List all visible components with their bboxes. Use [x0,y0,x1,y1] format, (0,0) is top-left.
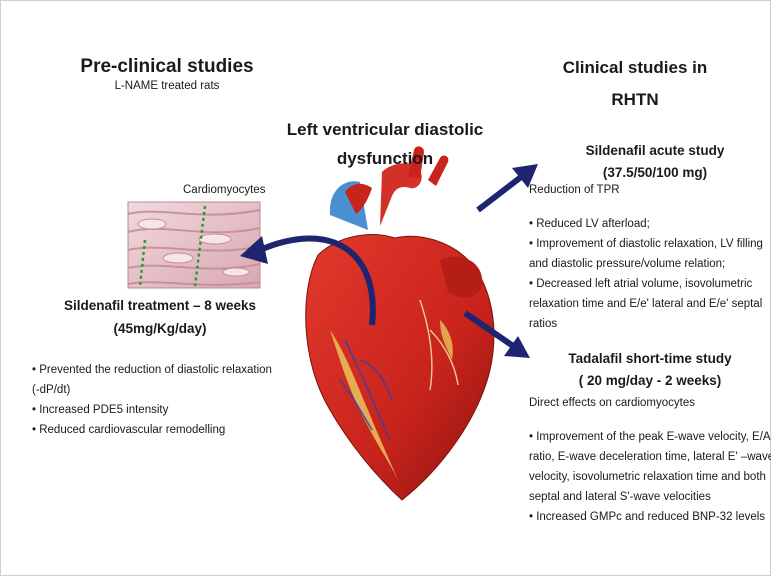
heart-illustration [305,146,495,501]
acute-study-title-line1: Sildenafil acute study [585,143,725,158]
acute-study-findings: Reduction of TPR • Reduced LV afterload;… [529,180,763,334]
tadalafil-study-dose: ( 20 mg/day - 2 weeks) [578,373,722,388]
sildenafil-treatment-title: Sildenafil treatment – 8 weeks [63,298,257,313]
center-title: Left ventricular diastolic dysfunction [270,115,500,173]
tadalafil-item: ratio, E-wave deceleration time, lateral… [529,451,771,463]
finding-item: • Increased PDE5 intensity [32,404,169,416]
sildenafil-treatment-dose: (45mg/Kg/day) [113,321,207,336]
tadalafil-study-title: Tadalafil short-time study ( 20 mg/day -… [540,348,760,392]
clinical-title-line2: RHTN [611,90,659,109]
acute-item: relaxation time and E/e' lateral and E/e… [529,298,763,310]
acute-item: • Decreased left atrial volume, isovolum… [529,278,753,290]
finding-item: (-dP/dt) [32,384,71,396]
acute-item: • Improvement of diastolic relaxation, L… [529,238,763,250]
acute-item: and diastolic pressure/volume relation; [529,258,726,270]
arrow-to-cardiomyocytes [240,235,376,326]
center-title-line1: Left ventricular diastolic [286,120,484,139]
arrow-to-tadalafil-study [463,310,530,358]
finding-item: • Reduced cardiovascular remodelling [32,424,226,436]
acute-study-dose: (37.5/50/100 mg) [602,165,708,180]
tadalafil-study-title-line1: Tadalafil short-time study [568,351,732,366]
tadalafil-study-lead: Direct effects on cardiomyocytes [529,397,695,409]
tadalafil-item: septal and lateral S'-wave velocities [529,491,711,503]
cardiomyocytes-label: Cardiomyocytes [183,184,266,196]
clinical-title-line1: Clinical studies in [562,58,708,77]
acute-study-title: Sildenafil acute study (37.5/50/100 mg) [555,140,755,184]
preclinical-subtitle: L-NAME treated rats [114,80,220,92]
acute-item: • Reduced LV afterload; [529,218,650,230]
tadalafil-item: • Increased GMPc and reduced BNP-32 leve… [529,511,766,523]
tadalafil-item: velocity, isovolumetric relaxation time … [529,471,766,483]
clinical-title: Clinical studies in RHTN [530,52,740,116]
tadalafil-item: • Improvement of the peak E-wave velocit… [529,431,771,443]
preclinical-title: Pre-clinical studies [80,56,254,77]
arrow-to-acute-study [476,164,538,213]
acute-study-lead: Reduction of TPR [529,184,620,196]
center-title-line2: dysfunction [336,149,434,168]
cardiomyocyte-image [127,201,261,289]
acute-item: ratios [529,318,558,330]
preclinical-findings: • Prevented the reduction of diastolic r… [32,360,272,440]
tadalafil-study-findings: Direct effects on cardiomyocytes • Impro… [529,393,771,527]
finding-item: • Prevented the reduction of diastolic r… [32,364,272,376]
